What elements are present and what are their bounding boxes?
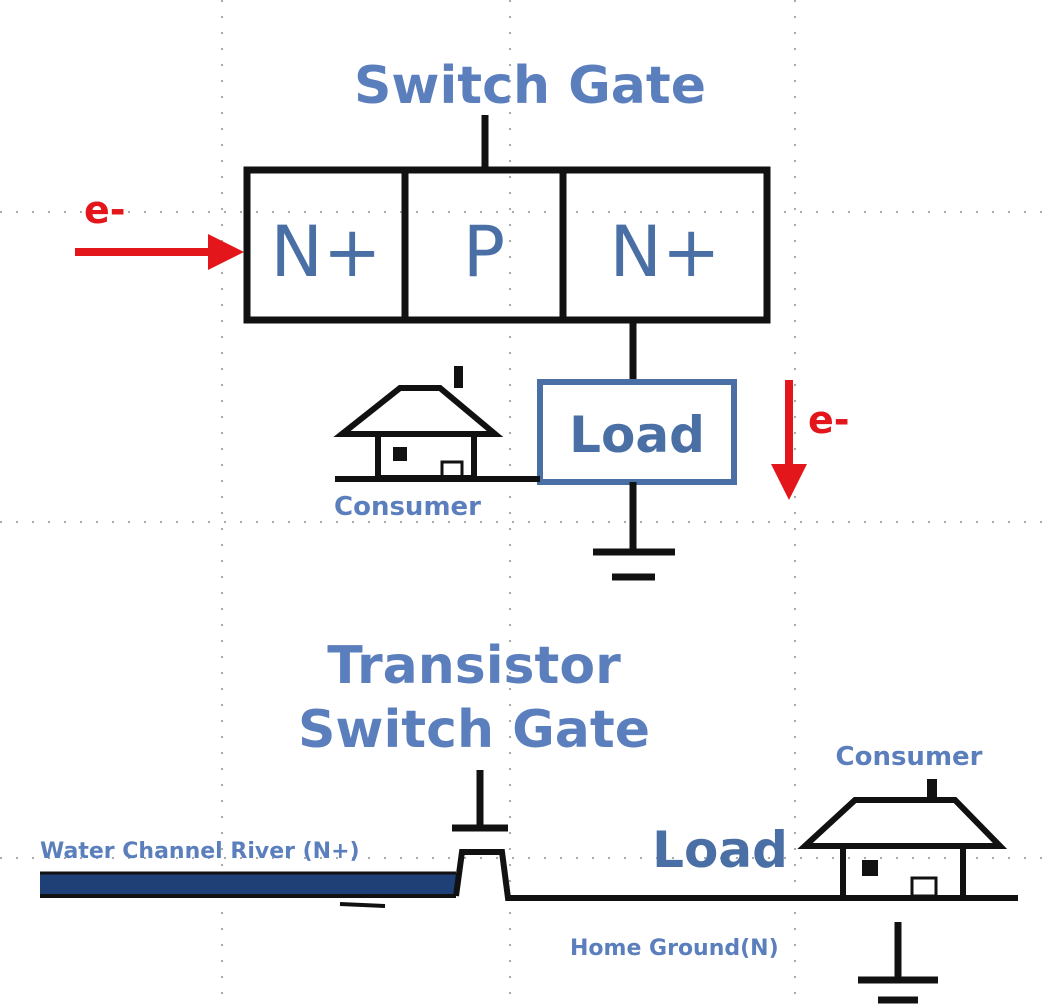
electron-out-arrow-icon — [771, 380, 807, 500]
ground-icon — [858, 922, 938, 1004]
npn-block — [243, 166, 771, 324]
electron-in-label: e- — [84, 188, 126, 232]
house-icon — [797, 779, 1008, 901]
gate-symbol — [452, 770, 508, 832]
load-label: Load — [569, 406, 705, 464]
switch-gate-title: Switch Gate — [354, 56, 706, 116]
transistor-title-line2: Switch Gate — [298, 700, 650, 760]
bottom-load-label: Load — [652, 821, 788, 879]
home-ground-label: Home Ground(N) — [570, 936, 779, 961]
ground-icon — [593, 482, 675, 581]
consumer-label: Consumer — [334, 492, 481, 522]
transistor-title-line1: Transistor — [327, 636, 621, 696]
electron-out-label: e- — [808, 398, 850, 442]
water-channel-river — [40, 874, 456, 894]
river-label: Water Channel River (N+) — [40, 839, 360, 864]
bottom-consumer-label: Consumer — [836, 742, 983, 772]
region-n-right: N+ — [609, 211, 720, 293]
electron-in-arrow-icon — [75, 234, 244, 270]
gate-channel-line — [453, 849, 1018, 901]
region-p: P — [463, 211, 505, 293]
load-box — [537, 379, 737, 485]
region-n-left: N+ — [270, 211, 381, 293]
house-icon — [333, 366, 504, 481]
